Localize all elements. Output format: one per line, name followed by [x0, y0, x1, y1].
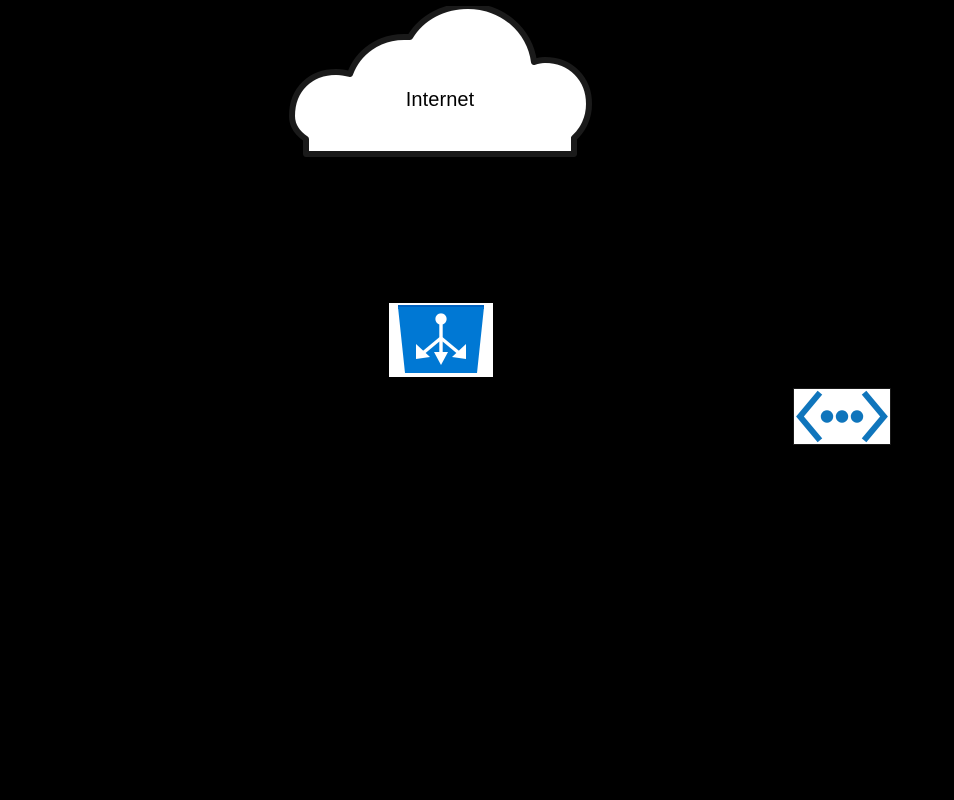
azure-load-balancer-icon[interactable] [389, 303, 493, 377]
internet-cloud[interactable]: Internet [286, 6, 594, 160]
code-dots [820, 410, 864, 423]
code-api-icon[interactable] [793, 388, 891, 445]
code-brackets-glyph [796, 390, 888, 443]
cloud-shape [289, 6, 592, 157]
load-balancer-glyph [398, 305, 484, 373]
